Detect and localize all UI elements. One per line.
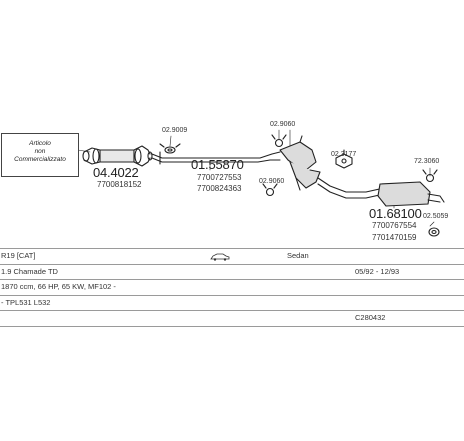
accessory-number: 02.9060 bbox=[270, 121, 296, 128]
bracket-icon bbox=[335, 149, 353, 169]
oe-number: 7700824363 bbox=[197, 184, 242, 193]
not-available-note: Articolo non Commercializzato bbox=[1, 133, 79, 177]
leader-lines bbox=[77, 129, 435, 227]
rear-silencer bbox=[317, 177, 445, 207]
table-row: C280432 bbox=[0, 310, 464, 327]
oe-number: 7700767554 bbox=[372, 221, 417, 230]
intermediate-pipe bbox=[151, 151, 281, 165]
catalyst-pipe bbox=[82, 145, 153, 167]
table-row: 1870 ccm, 66 HP, 65 KW, MF102 - bbox=[0, 279, 464, 295]
exhaust-drawing bbox=[77, 129, 445, 237]
vehicle-table: R19 [CAT] Sedan 1.9 Chamade TD 05/92 - 1… bbox=[0, 248, 464, 327]
part-number: 04.4022 bbox=[93, 165, 139, 180]
table-row: R19 [CAT] Sedan bbox=[0, 248, 464, 264]
accessory-number: 02.9009 bbox=[162, 127, 188, 134]
accessory-number: 02.5059 bbox=[423, 213, 449, 220]
hanger-icon bbox=[271, 129, 287, 148]
note-line: Commercializzato bbox=[14, 156, 66, 163]
note-line: non bbox=[34, 148, 46, 155]
gasket-icon bbox=[428, 227, 440, 237]
table-row: 1.9 Chamade TD 05/92 - 12/93 bbox=[0, 263, 464, 280]
oe-number: 7700818152 bbox=[97, 180, 142, 189]
hanger-icon bbox=[262, 183, 278, 197]
clamp-icon bbox=[159, 135, 181, 154]
part-number: 01.55870 bbox=[191, 157, 244, 172]
table-row: - TPL531 L532 bbox=[0, 294, 464, 311]
oe-number: 7701470159 bbox=[372, 233, 417, 242]
note-line: Articolo bbox=[29, 140, 51, 147]
accessory-number: 72.3060 bbox=[414, 158, 440, 165]
accessory-number: 02.3177 bbox=[331, 151, 357, 158]
accessory-number: 02.9060 bbox=[259, 178, 285, 185]
car-icon bbox=[210, 253, 230, 261]
oe-number: 7700727553 bbox=[197, 173, 242, 182]
part-number: 01.68100 bbox=[369, 206, 422, 221]
middle-silencer bbox=[279, 135, 321, 191]
